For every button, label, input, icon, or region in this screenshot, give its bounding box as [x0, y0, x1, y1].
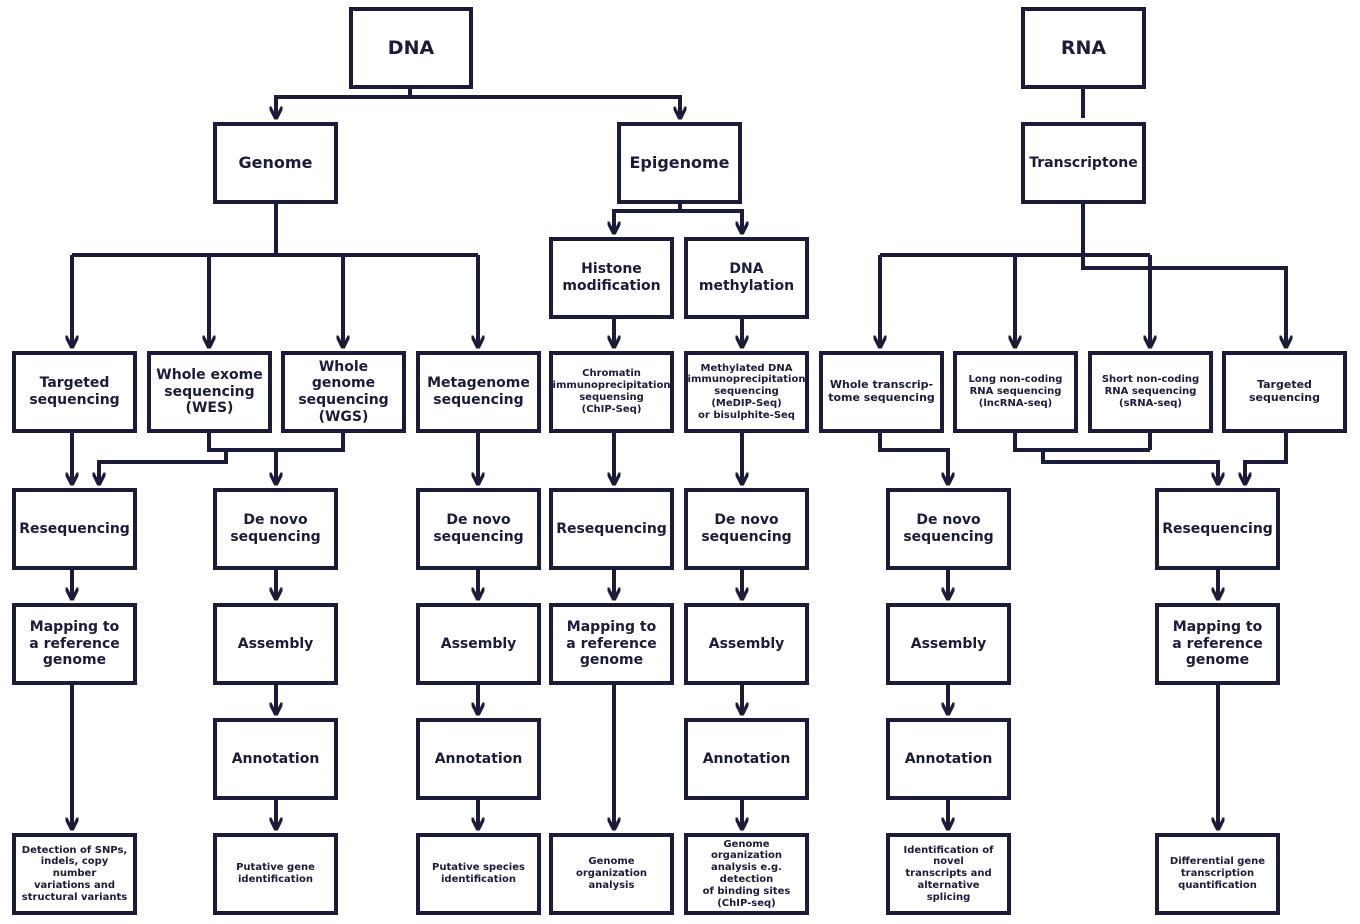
assembly-node-4: Assembly — [886, 603, 1011, 685]
de-novo-sequencing-node-3: De novo sequencing — [684, 488, 809, 570]
connector-arrow-0 — [276, 89, 412, 118]
mapping-node-1: Mapping to a reference genome — [12, 603, 137, 685]
putative-gene-outcome: Putative gene identification — [213, 833, 338, 915]
connector-arrow-30 — [1245, 433, 1288, 484]
mapping-node-2: Mapping to a reference genome — [549, 603, 674, 685]
annotation-node-2: Annotation — [416, 718, 541, 800]
genome-node: Genome — [213, 122, 338, 204]
annotation-node-4: Annotation — [886, 718, 1011, 800]
novel-transcripts-outcome: Identification of novel transcripts and … — [886, 833, 1011, 915]
connector-arrow-22 — [99, 450, 228, 484]
wes-node: Whole exome sequencing (WES) — [147, 351, 272, 433]
wgs-node: Whole genome sequencing (WGS) — [281, 351, 406, 433]
connector-arrow-29 — [1041, 450, 1218, 484]
assembly-node-1: Assembly — [213, 603, 338, 685]
connector-arrow-18 — [1081, 255, 1286, 347]
annotation-node-3: Annotation — [684, 718, 809, 800]
genome-organization-outcome: Genome organization analysis — [549, 833, 674, 915]
dna-root-node: DNA — [349, 7, 473, 89]
targeted-sequencing-rna-node: Targeted sequencing — [1222, 351, 1347, 433]
connector-line-21 — [226, 433, 345, 452]
de-novo-sequencing-node-1: De novo sequencing — [213, 488, 338, 570]
resequencing-node-1: Resequencing — [12, 488, 137, 570]
transcriptome-node: Transcriptone — [1021, 122, 1146, 204]
chip-seq-node: Chromatin immunoprecipitation sequensing… — [549, 351, 674, 433]
de-novo-sequencing-node-4: De novo sequencing — [886, 488, 1011, 570]
srna-seq-node: Short non-coding RNA sequencing (sRNA-se… — [1088, 351, 1213, 433]
putative-species-outcome: Putative species identification — [416, 833, 541, 915]
connector-arrow-20 — [207, 433, 276, 484]
snp-detection-outcome: Detection of SNPs, indels, copy number v… — [12, 833, 137, 915]
assembly-node-3: Assembly — [684, 603, 809, 685]
resequencing-node-2: Resequencing — [549, 488, 674, 570]
de-novo-sequencing-node-2: De novo sequencing — [416, 488, 541, 570]
annotation-node-1: Annotation — [213, 718, 338, 800]
resequencing-node-3: Resequencing — [1155, 488, 1280, 570]
medip-seq-node: Methylated DNA immunoprecipitation seque… — [684, 351, 809, 433]
histone-modification-node: Histone modification — [549, 237, 674, 319]
targeted-sequencing-dna-node: Targeted sequencing — [12, 351, 137, 433]
binding-sites-outcome: Genome organization analysis e.g. detect… — [684, 833, 809, 915]
dna-methylation-node: DNA methylation — [684, 237, 809, 319]
lncrna-seq-node: Long non-coding RNA sequencing (lncRNA-s… — [953, 351, 1078, 433]
connector-arrow-26 — [878, 433, 948, 484]
connector-arrow-1 — [410, 95, 680, 118]
metagenome-sequencing-node: Metagenome sequencing — [416, 351, 541, 433]
epigenome-node: Epigenome — [617, 122, 742, 204]
rna-root-node: RNA — [1021, 7, 1146, 89]
connector-line-27 — [1013, 433, 1150, 452]
assembly-node-2: Assembly — [416, 603, 541, 685]
whole-transcriptome-sequencing-node: Whole transcrip- tome sequencing — [819, 351, 944, 433]
mapping-node-3: Mapping to a reference genome — [1155, 603, 1280, 685]
connector-arrow-9 — [680, 209, 742, 233]
differential-transcription-outcome: Differential gene transcription quantifi… — [1155, 833, 1280, 915]
connector-arrow-8 — [614, 204, 682, 233]
